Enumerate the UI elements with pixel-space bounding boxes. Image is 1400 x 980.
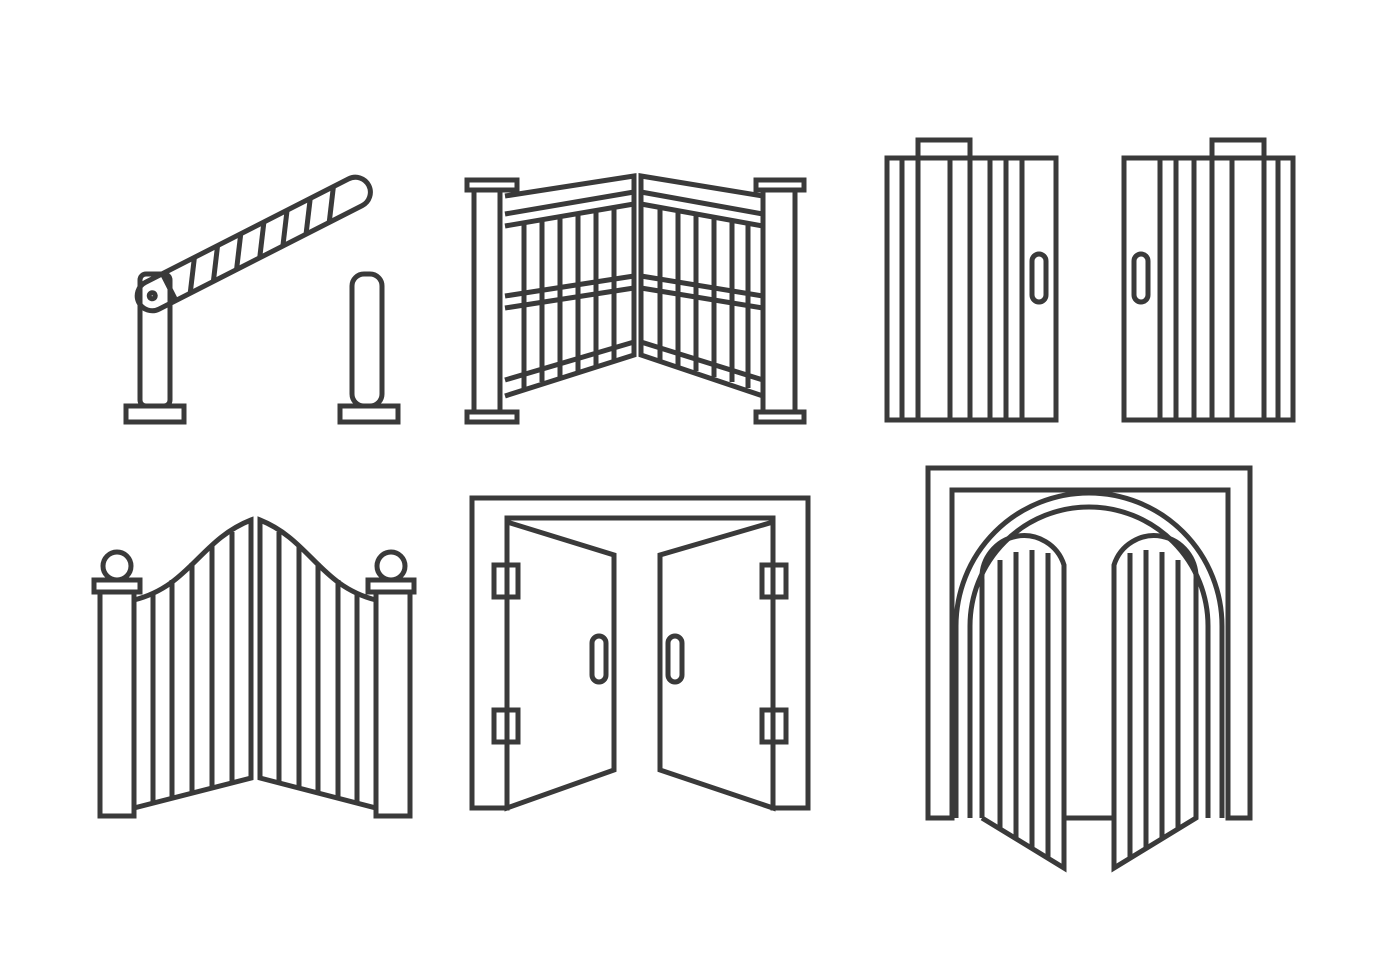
barrier-gate-icon: [123, 174, 401, 425]
open-double-door-icon: [469, 495, 811, 812]
sliding-door-right-icon: [1121, 137, 1296, 423]
archway-gate-icon: [925, 465, 1253, 873]
folding-gate-icon: [464, 173, 807, 425]
arched-swing-gate-icon: [91, 516, 417, 819]
sliding-door-left-icon: [884, 137, 1059, 423]
